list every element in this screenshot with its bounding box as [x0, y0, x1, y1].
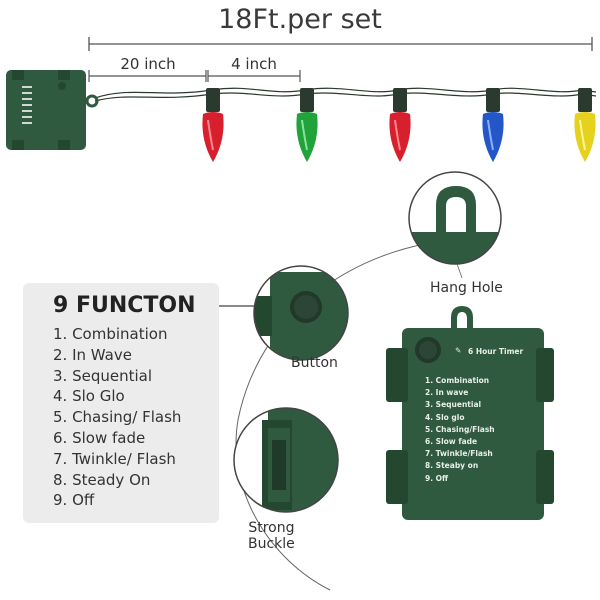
function-item: 2. In Wave — [53, 345, 132, 364]
function-item: 3. Sequential — [53, 366, 153, 385]
bulb-2 — [296, 88, 318, 162]
buckle-label-line-1: Strong — [248, 520, 295, 536]
dimension-line-20-inch — [88, 70, 207, 82]
bulb-1 — [202, 88, 224, 162]
hang-hole-zoom — [408, 171, 502, 265]
function-item: 5. Chasing/ Flash — [53, 408, 182, 427]
functions-title: 9 FUNCTON — [53, 293, 196, 318]
box-mode-item: 9. Off — [425, 473, 449, 483]
function-item: 1. Combination — [53, 325, 168, 343]
box-mode-item: 7. Twinkle/Flash — [425, 449, 493, 459]
box-mode-item: 4. Slo glo — [425, 412, 465, 422]
functions-list: 1. Combination 2. In Wave 3. Sequential … — [53, 324, 181, 511]
function-item: 7. Twinkle/ Flash — [53, 449, 176, 468]
functions-panel: 9 FUNCTON 1. Combination 2. In Wave 3. S… — [23, 283, 219, 523]
first-spacing-label: 20 inch — [120, 55, 176, 73]
function-item: 6. Slow fade — [53, 428, 146, 447]
box-mode-item: 5. Chasing/Flash — [425, 424, 495, 434]
total-length-label: 18Ft.per set — [218, 4, 382, 35]
buckle-zoom — [233, 407, 339, 513]
function-item: 4. Slo Glo — [53, 387, 125, 406]
bulb-4 — [482, 88, 504, 162]
strong-buckle-label: Strong Buckle — [248, 520, 295, 552]
timer-label: 6 Hour Timer — [468, 347, 524, 356]
button-label: Button — [291, 355, 338, 371]
box-mode-item: 2. In wave — [425, 388, 469, 398]
bulb-3 — [389, 88, 411, 162]
connector-arc — [235, 237, 481, 591]
bulb-spacing-label: 4 inch — [231, 55, 277, 73]
function-item: 9. Off — [53, 491, 95, 510]
string-wire — [94, 87, 597, 102]
hang-hole-label: Hang Hole — [430, 280, 503, 296]
box-mode-list: 1. Combination 2. In wave 3. Sequential … — [425, 376, 495, 486]
bulb-5 — [574, 88, 596, 162]
dimension-line-total — [88, 37, 593, 51]
box-mode-item: 6. Slow fade — [425, 436, 478, 446]
dimension-line-4-inch — [207, 70, 301, 82]
box-mode-item: 8. Steaby on — [425, 461, 479, 471]
battery-box-small — [6, 70, 99, 150]
buckle-label-line-2: Buckle — [248, 536, 295, 552]
battery-box-large — [386, 306, 554, 520]
box-mode-item: 3. Sequential — [425, 400, 482, 410]
timer-icon: ✎ — [455, 346, 462, 355]
button-zoom — [253, 265, 349, 361]
function-item: 8. Steady On — [53, 470, 151, 489]
box-mode-item: 1. Combination — [425, 376, 490, 385]
